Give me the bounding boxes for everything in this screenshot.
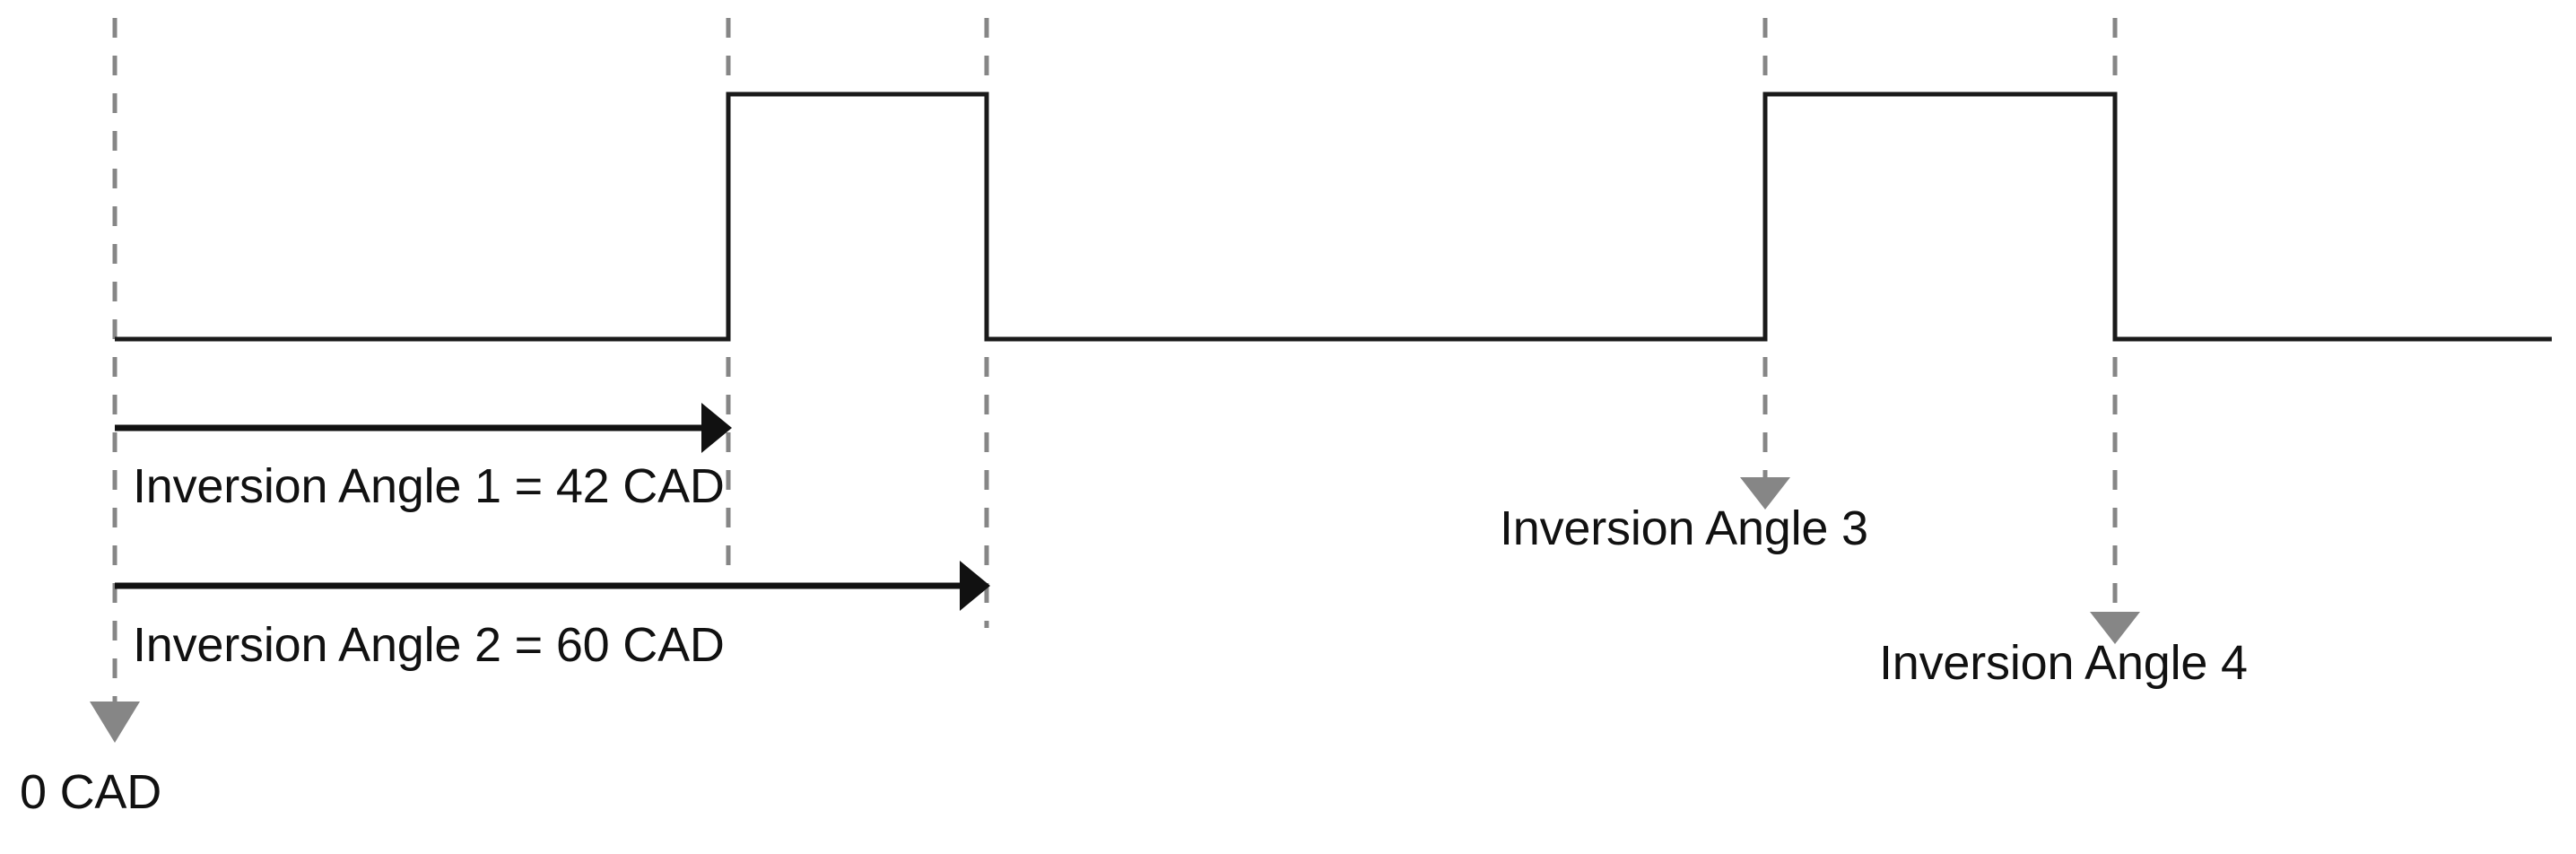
- down-arrow-icon-inversion-angle-3: [1740, 477, 1790, 510]
- label-inversion-angle-1: Inversion Angle 1 = 42 CAD: [133, 459, 725, 513]
- guide-lines-group: [112, 18, 2118, 709]
- dimension-arrow-inversion-angle-1: [115, 403, 732, 453]
- right-arrow-icon-2: [960, 561, 990, 611]
- down-arrow-icon-inversion-angle-4: [2090, 612, 2140, 644]
- label-inversion-angle-3: Inversion Angle 3: [1500, 501, 1868, 555]
- down-arrow-icon-origin: [90, 702, 140, 743]
- label-inversion-angle-4: Inversion Angle 4: [1879, 636, 2248, 690]
- label-origin: 0 CAD: [20, 765, 162, 819]
- signal-waveform: [115, 92, 2552, 342]
- guide-arrowheads-group: [90, 477, 2140, 743]
- dimension-arrow-inversion-angle-2: [115, 561, 990, 611]
- label-inversion-angle-2: Inversion Angle 2 = 60 CAD: [133, 618, 725, 672]
- right-arrow-icon-1: [701, 403, 732, 453]
